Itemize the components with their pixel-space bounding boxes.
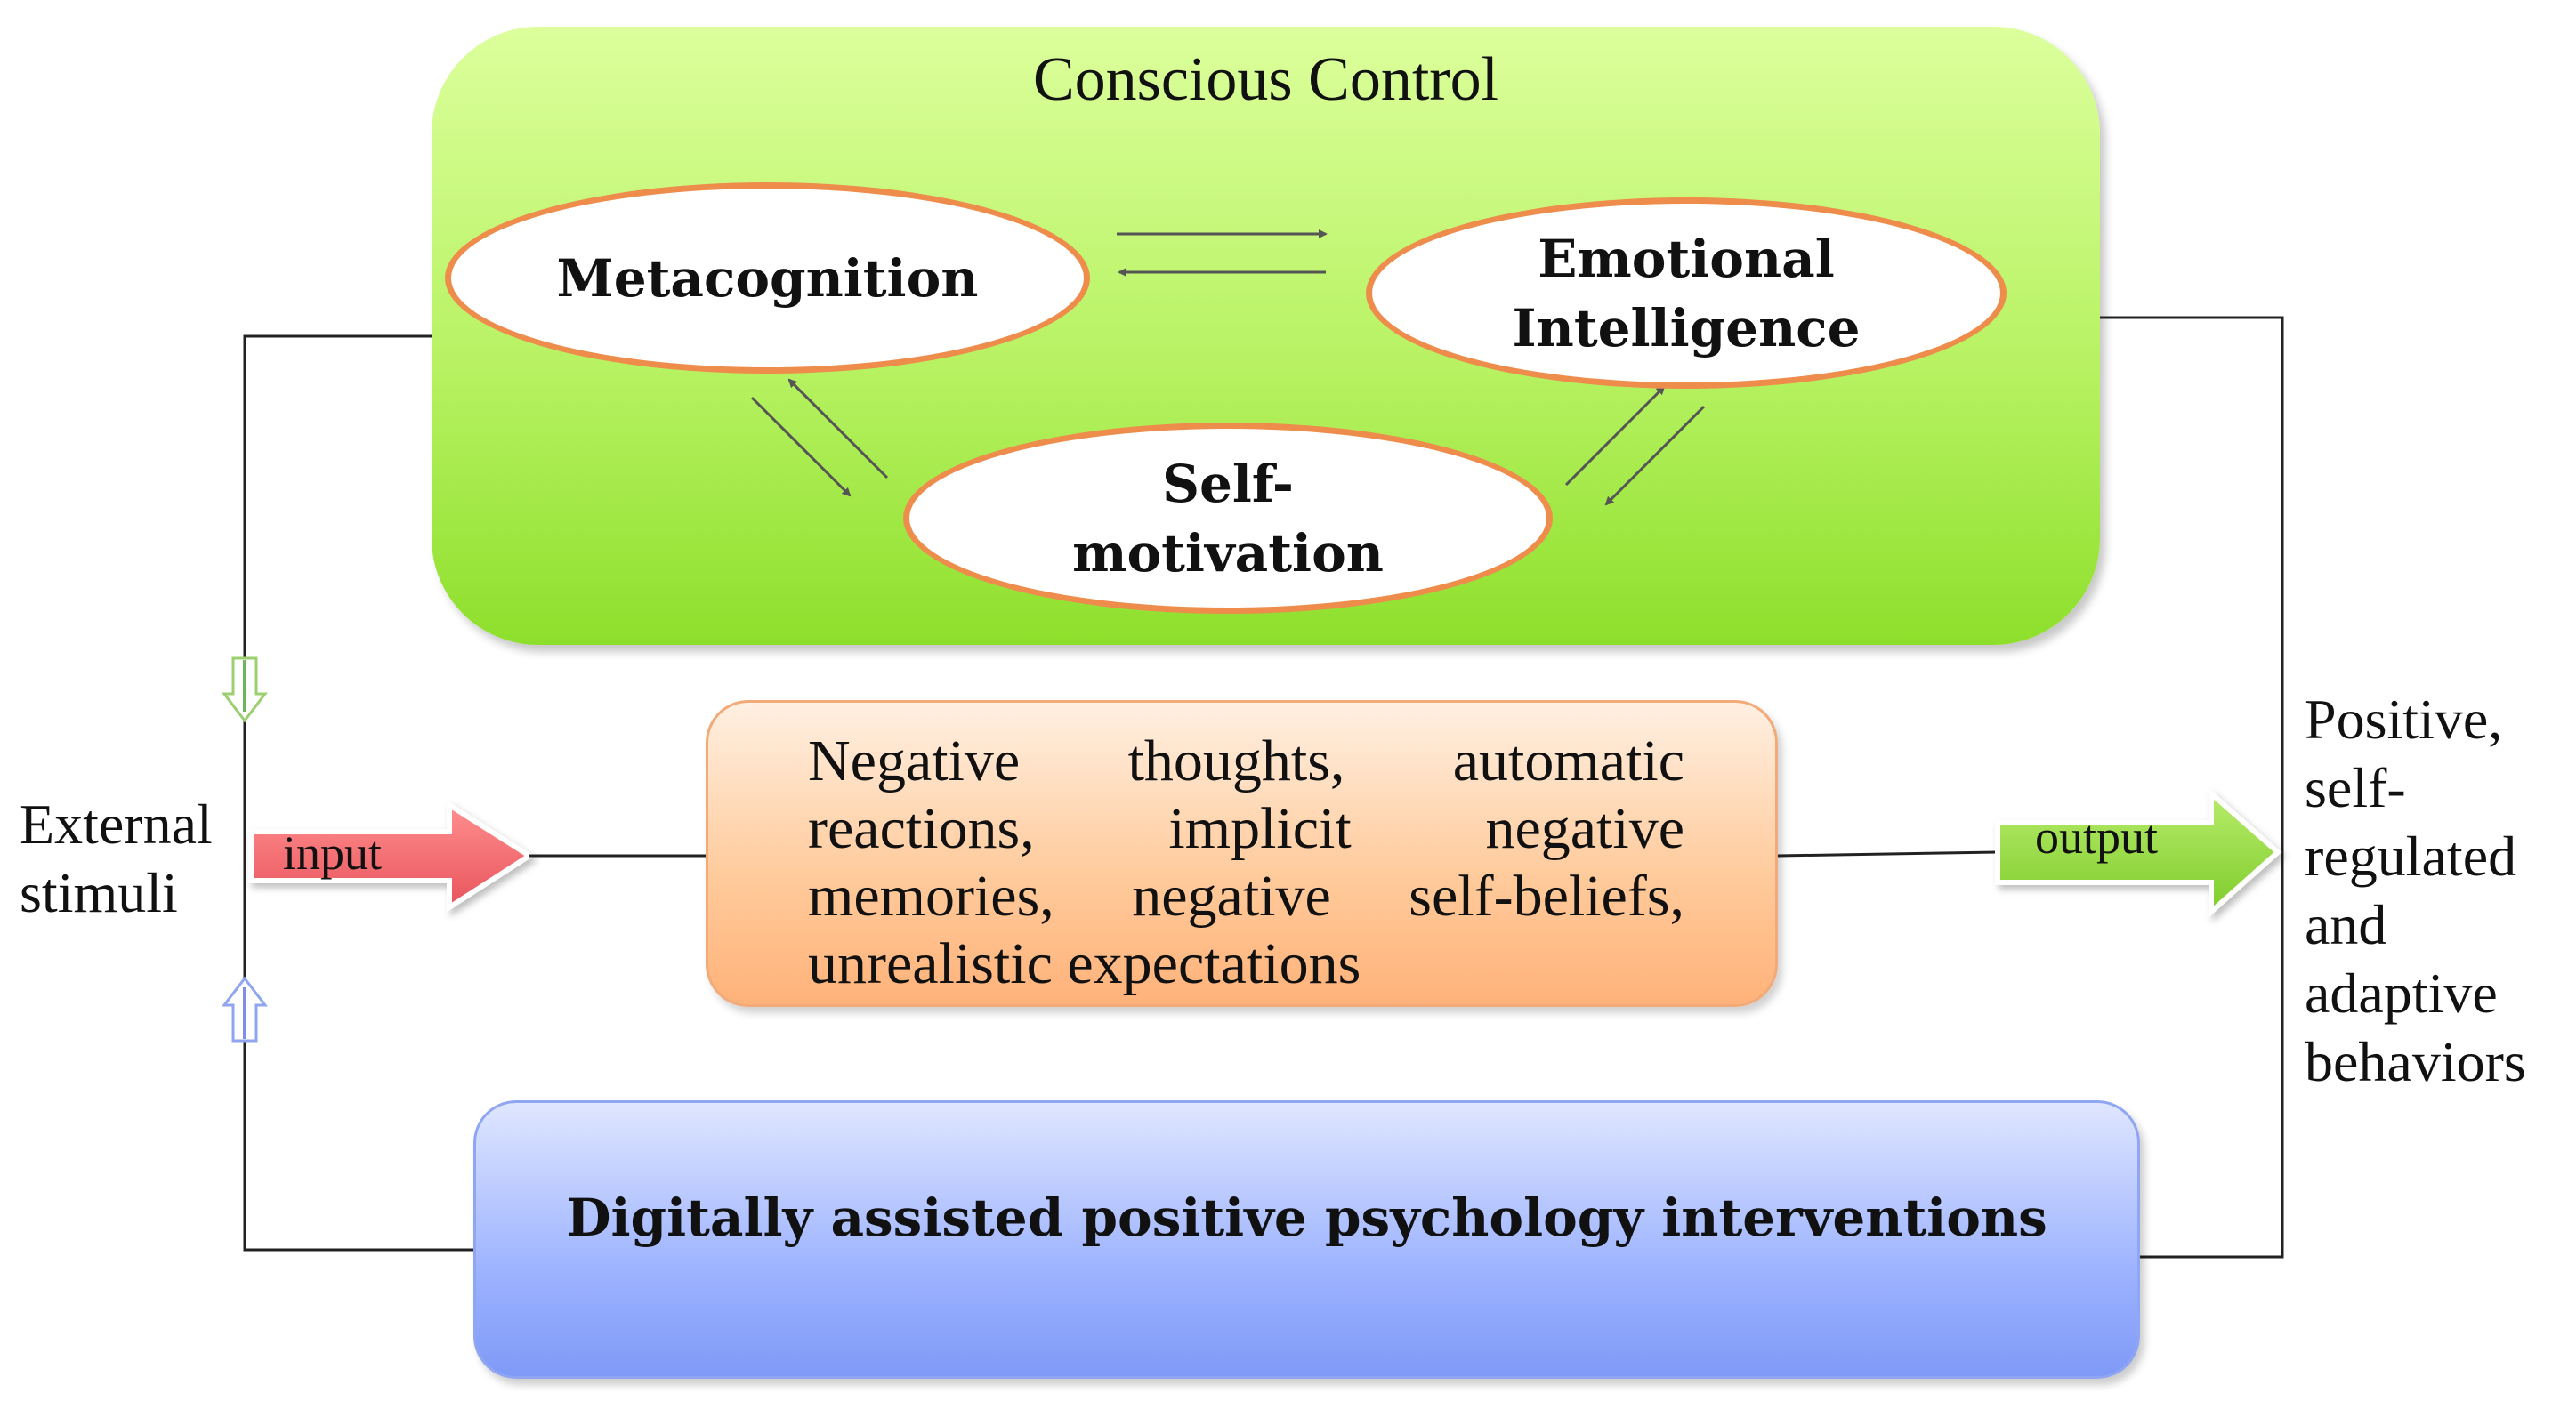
left-loop-line [243, 334, 473, 1252]
metacognition-label: Metacognition [556, 247, 979, 309]
self-motivation-label-line-1: Self- [1162, 453, 1294, 514]
conscious-control-title: Conscious Control [1032, 45, 1499, 114]
outcome-line-6: behaviors [2305, 1030, 2526, 1093]
emotional-intelligence-label-line-2: Intelligence [1512, 297, 1861, 358]
emotional-intelligence-label-line-1: Emotional [1538, 228, 1835, 289]
outcome-line-5: adaptive [2305, 962, 2498, 1025]
outcome-label: Positive, self- regulated and adaptive b… [2305, 685, 2572, 1096]
up-arrow-blue [221, 976, 269, 1043]
external-stimuli-label: External stimuli [20, 790, 251, 927]
metacognition-node: Metacognition [445, 182, 1090, 374]
outcome-line-3: regulated [2305, 825, 2517, 888]
arrow-self-to-meta [787, 378, 889, 479]
output-arrow [1995, 787, 2282, 918]
arrow-emo-to-self [1604, 405, 1706, 506]
input-label: input [283, 826, 383, 880]
intervention-box [473, 1100, 2140, 1379]
outcome-line-4: and [2305, 893, 2387, 956]
negative-box-line-4: unrealistic expectations [808, 931, 1361, 996]
negative-box-line-2: reactions, implicit negative [808, 796, 1684, 861]
intervention-label: Digitally assisted positive psychology i… [566, 1188, 2047, 1248]
negative-box-line-1: Negative thoughts, automatic [808, 729, 1684, 793]
negative-box-line-3: memories, negative self-beliefs, [808, 864, 1684, 929]
right-loop-line [2100, 316, 2284, 1259]
outcome-line-1: Positive, [2305, 688, 2503, 751]
external-stimuli-line-2: stimuli [20, 861, 178, 924]
output-label: output [2035, 810, 2159, 864]
arrow-meta-to-self [750, 396, 852, 497]
arrow-self-to-emo [1564, 385, 1666, 487]
external-stimuli-line-1: External [20, 793, 213, 856]
emotional-intelligence-node: Emotional Intelligence [1366, 197, 2007, 389]
outcome-line-2: self- [2305, 756, 2406, 819]
down-arrow-green [221, 656, 269, 723]
self-motivation-node: Self- motivation [903, 423, 1553, 614]
self-motivation-label-line-2: motivation [1072, 522, 1384, 584]
negative-thoughts-box [706, 700, 1778, 1007]
output-connector [1777, 850, 1999, 858]
input-arrow [248, 800, 535, 913]
